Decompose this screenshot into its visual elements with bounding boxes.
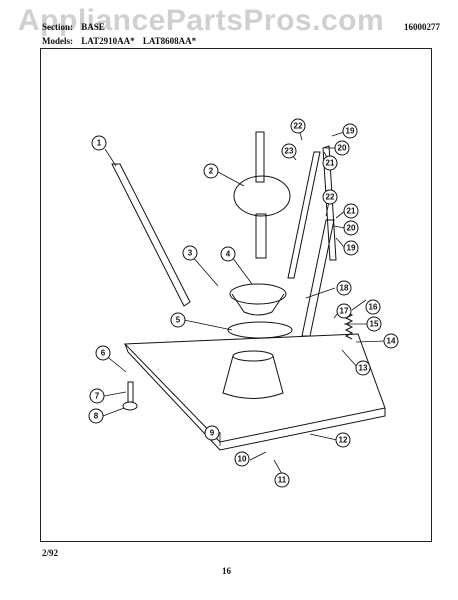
svg-text:4: 4 [226,250,231,259]
svg-text:14: 14 [387,337,396,346]
pulley-hub [231,293,285,316]
svg-text:19: 19 [347,244,356,253]
callout-22-right: 22 [322,189,338,205]
callout-20-top: 20 [334,140,350,156]
section-value: BASE [81,22,105,32]
page-number: 16 [222,566,231,576]
svg-text:12: 12 [339,436,348,445]
callout-19-right: 19 [343,240,359,256]
callout-20-right: 20 [343,220,359,236]
callout-8: 8 [88,408,104,424]
transmission-lower-shaft [255,213,267,259]
left-support-rod [111,163,191,307]
model-number-2: LAT8608AA* [142,36,197,46]
callout-14: 14 [383,333,399,349]
svg-text:22: 22 [294,122,303,131]
svg-text:7: 7 [95,392,100,401]
callout-3: 3 [182,245,198,261]
revision-date: 2/92 [42,548,59,558]
base-plate [123,333,386,443]
transmission-shaft [255,131,265,183]
svg-text:18: 18 [340,284,349,293]
svg-text:19: 19 [346,127,355,136]
svg-text:23: 23 [285,147,294,156]
rear-support-rod [287,151,321,279]
pulley [229,283,287,305]
callout-22-top: 22 [290,118,306,134]
svg-text:22: 22 [326,193,335,202]
callout-23: 23 [281,143,297,159]
callout-15: 15 [366,316,382,332]
leader-lines [102,125,386,475]
callout-7: 7 [89,388,105,404]
transmission-housing [233,175,291,217]
support-cone-body [222,355,284,399]
callout-1: 1 [91,135,107,151]
leveling-leg-foot [122,401,138,411]
support-cone-top [232,350,274,362]
right-support-rod [322,145,337,261]
svg-text:9: 9 [210,429,215,438]
svg-text:13: 13 [359,364,368,373]
callout-11: 11 [274,472,290,488]
svg-text:11: 11 [278,476,287,485]
callout-2: 2 [203,163,219,179]
svg-text:20: 20 [347,224,356,233]
svg-text:3: 3 [188,249,193,258]
callout-9: 9 [204,425,220,441]
front-support-rod [301,219,335,337]
svg-text:20: 20 [338,144,347,153]
svg-text:10: 10 [238,455,247,464]
svg-text:2: 2 [209,167,214,176]
callout-21-right: 21 [343,203,359,219]
svg-text:6: 6 [101,349,106,358]
model-label: Models: [42,36,73,46]
callout-13: 13 [355,360,371,376]
svg-text:1: 1 [97,139,102,148]
callout-12: 12 [335,432,351,448]
exploded-parts-diagram: 1 2 3 4 5 6 7 8 9 10 11 12 13 14 15 16 1… [88,118,399,488]
svg-text:21: 21 [326,159,335,168]
part-number: 16000277 [404,22,440,32]
svg-text:8: 8 [94,412,99,421]
callout-19-top: 19 [342,123,358,139]
callout-21-top: 21 [322,155,338,171]
svg-text:16: 16 [369,303,378,312]
svg-text:5: 5 [176,316,181,325]
diagram-frame [40,48,432,542]
callout-17: 17 [336,303,352,319]
leveling-leg-bolt [127,381,134,403]
base-plate-edge [124,343,386,451]
svg-text:15: 15 [370,320,379,329]
model-number-1: LAT2910AA* [81,36,135,46]
snubber-ring [227,321,293,339]
callout-4: 4 [220,246,236,262]
callout-16: 16 [365,299,381,315]
section-header: Section: BASE [42,22,111,32]
svg-text:17: 17 [340,307,349,316]
model-header: Models: LAT2910AA* LAT8608AA* [42,36,202,46]
callout-18: 18 [336,280,352,296]
callout-10: 10 [234,451,250,467]
callout-5: 5 [170,312,186,328]
section-label: Section: [42,22,73,32]
callout-6: 6 [95,345,111,361]
watermark: AppliancePartsPros.com [18,4,385,37]
svg-text:21: 21 [347,207,356,216]
